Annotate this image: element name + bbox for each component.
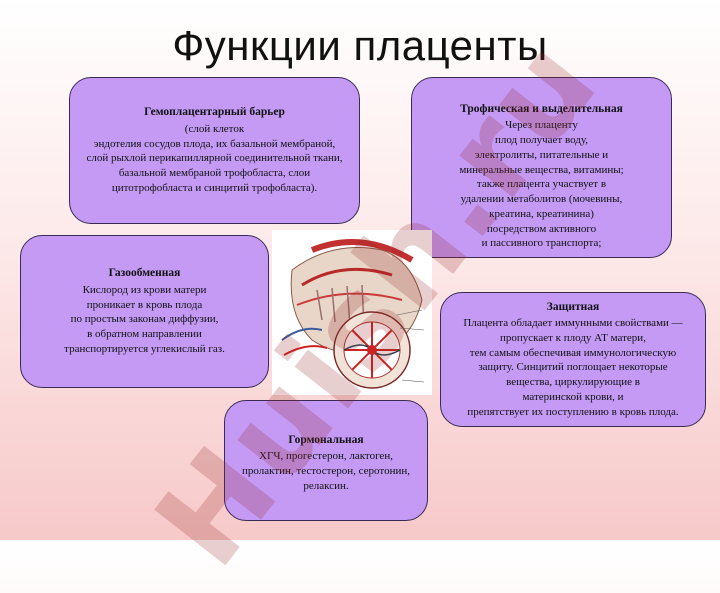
- card-body: Плацента обладает иммунными свойствами —…: [463, 317, 683, 418]
- card-title: Трофическая и выделительная: [460, 103, 623, 115]
- card-body: (слой клеток эндотелия сосудов плода, их…: [86, 122, 343, 194]
- card-title: Гемоплацентарный барьер: [144, 106, 285, 119]
- card-title: Газообменная: [108, 267, 181, 280]
- slide-title: Функции плаценты: [172, 22, 548, 69]
- card-body: Через плаценту плод получает воду, элект…: [459, 119, 624, 250]
- card-gas-exchange: Газообменная Кислород из крови матери пр…: [20, 235, 269, 388]
- card-title: Защитная: [546, 300, 600, 313]
- card-protective: Защитная Плацента обладает иммунными сво…: [440, 292, 706, 427]
- card-title: Гормональная: [288, 434, 364, 446]
- card-trophic-excretory: Трофическая и выделительная Через плацен…: [411, 77, 672, 258]
- placenta-illustration: [272, 230, 432, 395]
- card-body: ХГЧ, прогестерон, лактоген, пролактин, т…: [242, 450, 410, 492]
- card-body: Кислород из крови матери проникает в кро…: [64, 283, 225, 355]
- card-hemoplacental-barrier: Гемоплацентарный барьер (слой клеток энд…: [69, 77, 360, 224]
- card-hormonal: Гормональная ХГЧ, прогестерон, лактоген,…: [224, 400, 428, 521]
